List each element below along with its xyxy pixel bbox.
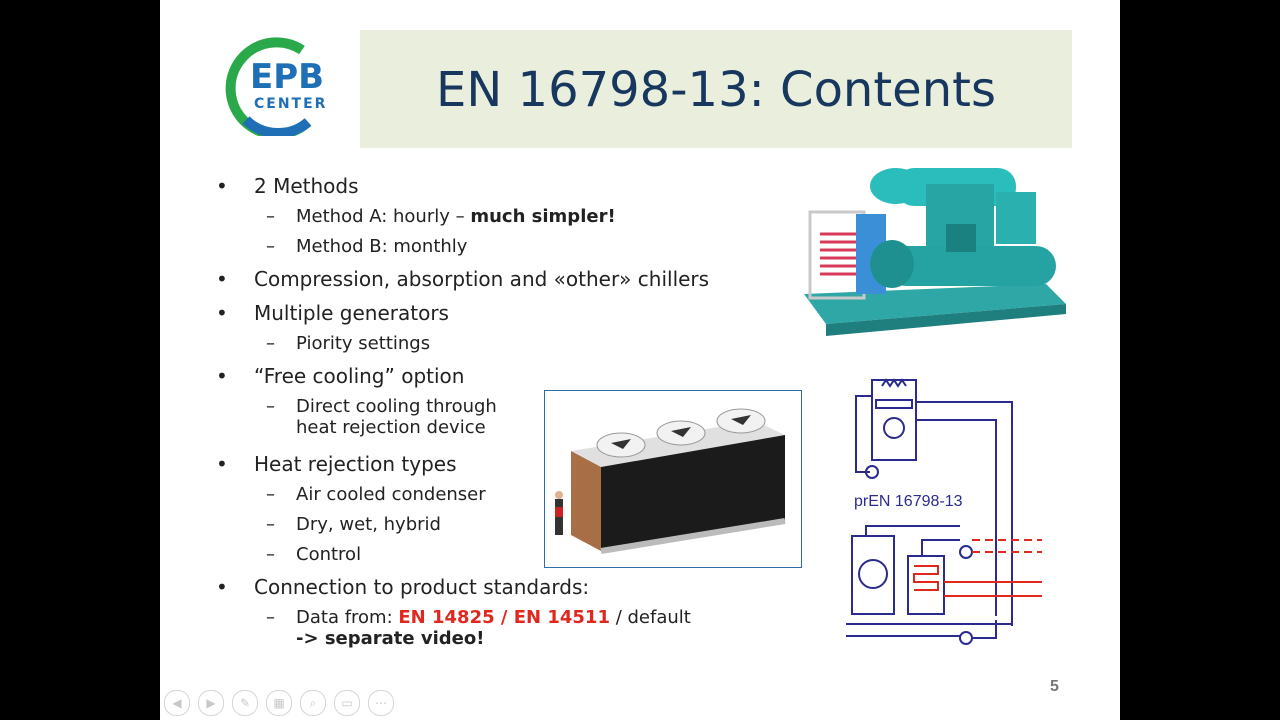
zoom-icon[interactable]: ⌕ bbox=[300, 690, 326, 716]
slides-grid-icon[interactable]: ▦ bbox=[266, 690, 292, 716]
page-number: 5 bbox=[1050, 678, 1059, 695]
slide-title: EN 16798-13: Contents bbox=[436, 62, 996, 118]
slide: EPB CENTER EN 16798-13: Contents •2 Meth… bbox=[160, 0, 1120, 720]
title-band: EN 16798-13: Contents bbox=[360, 30, 1072, 148]
chiller-photo bbox=[796, 164, 1068, 354]
next-slide-icon[interactable]: ▶ bbox=[198, 690, 224, 716]
logo-text-top: EPB bbox=[250, 57, 324, 97]
more-options-icon[interactable]: ⋯ bbox=[368, 690, 394, 716]
diagram-label: prEN 16798-13 bbox=[854, 493, 963, 510]
epb-center-logo: EPB CENTER bbox=[216, 36, 342, 140]
dry-cooler-photo bbox=[544, 390, 802, 568]
schematic-diagram bbox=[846, 376, 1046, 646]
logo-text-bottom: CENTER bbox=[254, 96, 327, 112]
subtitles-icon[interactable]: ▭ bbox=[334, 690, 360, 716]
pen-icon[interactable]: ✎ bbox=[232, 690, 258, 716]
prev-slide-icon[interactable]: ◀ bbox=[164, 690, 190, 716]
